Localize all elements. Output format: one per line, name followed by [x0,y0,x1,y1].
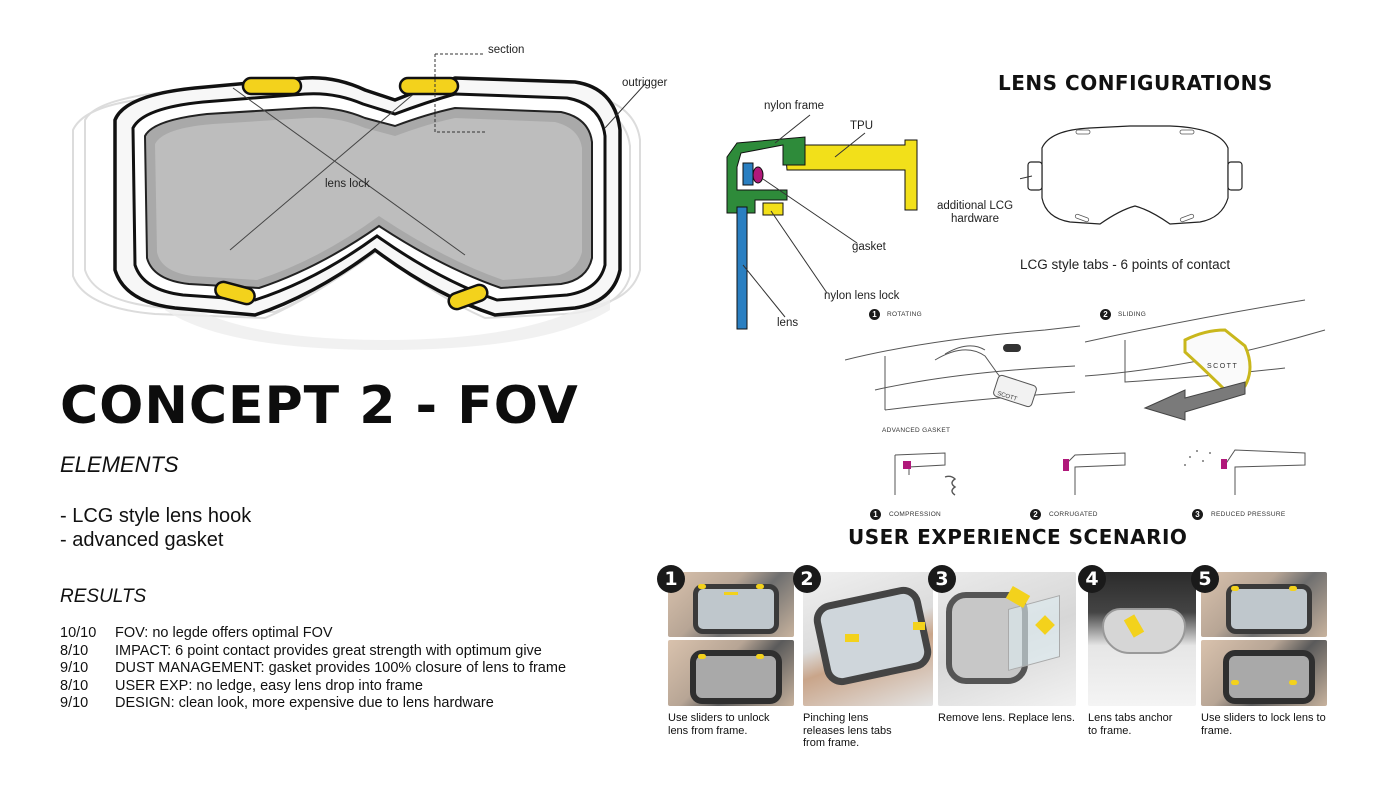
ux-heading: USER EXPERIENCE SCENARIO [848,525,1188,549]
tpu-label: TPU [850,120,873,132]
list-item: - advanced gasket [60,529,224,551]
section-diagram [726,114,918,330]
rotating-sketch: SCOTT [845,325,1081,411]
ux-step-badge: 5 [1191,565,1219,593]
lens-label: lens [777,317,799,329]
ux-caption: Remove lens. Replace lens. [938,712,1075,724]
page-title: CONCEPT 2 - FOV [60,376,579,436]
ux-caption: Use sliders to lock lens to frame. [1201,712,1326,737]
lcg-hardware-label: additional LCG hardware [936,200,1014,225]
result-row: 8/10 IMPACT: 6 point contact provides gre… [60,643,566,661]
score: 9/10 [60,695,89,711]
score: 8/10 [60,642,89,659]
elements-list: - LCG style lens hook - advanced gasket [60,504,251,552]
rotating-label: ROTATING [887,311,923,318]
lens-outline-sketch [1020,125,1243,225]
sliding-label: SLIDING [1118,311,1147,318]
gasket-badge: 3 [1192,509,1203,520]
gasket-badge: 2 [1030,509,1041,520]
elements-heading: ELEMENTS [60,452,179,477]
goggle-illustration [72,53,646,350]
advanced-gasket-heading: ADVANCED GASKET [882,427,951,434]
result-text: FOV: no legde offers optimal FOV [115,625,333,641]
ux-step-badge: 3 [928,565,956,593]
list-item: - LCG style lens hook [60,505,252,527]
nylon-lens-lock-label: nylon lens lock [824,290,900,302]
result-row: 10/10 FOV: no legde offers optimal FOV [60,625,566,643]
result-text: DUST MANAGEMENT: gasket provides 100% cl… [115,660,567,676]
result-text: USER EXP: no ledge, easy lens drop into … [115,677,423,694]
ux-step-badge: 4 [1078,565,1106,593]
tabs-caption: LCG style tabs - 6 points of contact [1020,257,1231,272]
outrigger-label: outrigger [622,77,668,89]
photo-step3 [938,572,1076,706]
gasket-label: gasket [852,241,886,253]
reduced-pressure-label: REDUCED PRESSURE [1211,511,1286,518]
score: 9/10 [60,660,89,676]
result-row: 8/10 USER EXP: no ledge, easy lens drop i… [60,678,566,696]
section-label: section [488,44,525,56]
ux-caption: Use sliders to unlock lens from frame. [668,712,770,737]
compression-label: COMPRESSION [889,511,942,518]
photo-step4 [1088,572,1196,706]
ux-step-badge: 2 [793,565,821,593]
result-row: 9/10 DESIGN: clean look, more expensive d… [60,695,566,713]
ux-caption: Lens tabs anchor to frame. [1088,712,1173,737]
brand-mark: SCOTT [1207,363,1238,370]
nylon-frame-label: nylon frame [764,100,825,112]
step-badge: 2 [1100,309,1111,320]
photo-step1-bottom [668,640,794,706]
result-row: 9/10 DUST MANAGEMENT: gasket provides 100… [60,660,566,678]
photo-step5-top [1201,572,1327,637]
ux-step-badge: 1 [657,565,685,593]
step-badge: 1 [869,309,880,320]
results-heading: RESULTS [60,586,147,607]
score: 10/10 [60,625,97,641]
photo-step1-top [668,572,794,637]
ux-caption: Pinching lens releases lens tabs from fr… [803,712,892,749]
gasket-badge: 1 [870,509,881,520]
score: 8/10 [60,677,89,694]
gasket-sketches [894,449,1306,496]
lens-lock-label: lens lock [325,178,370,190]
result-text: DESIGN: clean look, more expensive due t… [115,695,494,711]
photo-step5-bottom [1201,640,1327,706]
photo-step2 [803,572,933,706]
corrugated-label: CORRUGATED [1049,511,1098,518]
sliding-sketch: SCOTT [1085,299,1326,421]
result-text: IMPACT: 6 point contact provides great s… [115,642,542,659]
lens-configurations-heading: LENS CONFIGURATIONS [998,71,1273,95]
results-list: 10/10 FOV: no legde offers optimal FOV 8/… [60,625,566,713]
